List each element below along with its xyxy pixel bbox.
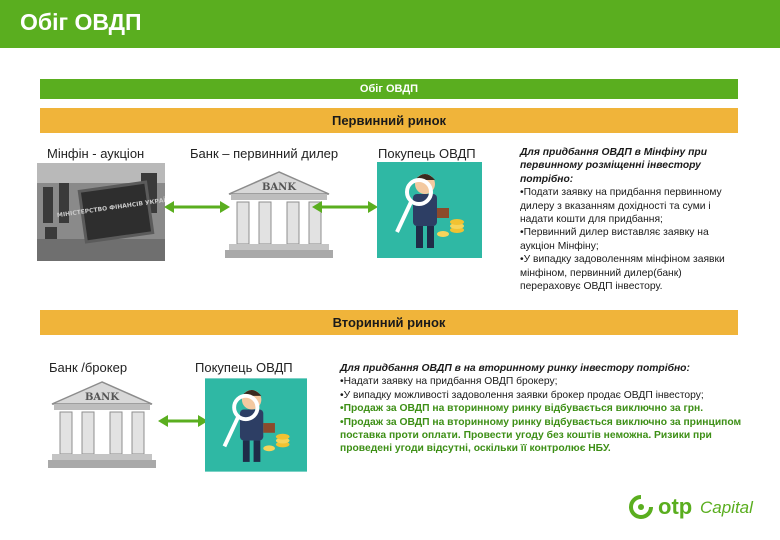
- bank-sign: BANK: [262, 182, 296, 193]
- bank-building-icon: BANK: [48, 381, 156, 468]
- topic-banner: Обіг ОВДП: [40, 79, 738, 99]
- primary-info-item: •Первинний дилер виставляє заявку на аук…: [520, 227, 709, 252]
- bank-sign: BANK: [85, 392, 119, 403]
- logo-suffix: Capital: [700, 498, 753, 517]
- primary-dealer-label: Банк – первинний дилер: [190, 146, 339, 161]
- ministry-building-image: МІНІСТЕРСТВО ФІНАНСІВ УКРАЇНИ: [37, 163, 165, 261]
- secondary-market-header: Вторинний ринок: [40, 310, 738, 335]
- investor-illustration: [377, 162, 482, 258]
- double-arrow-icon: [312, 201, 378, 213]
- logo-brand: otp: [658, 494, 693, 519]
- minfin-auction-label: Мінфін - аукціон: [47, 146, 145, 161]
- secondary-info-heading: Для придбання ОВДП в на вторинному ринку…: [340, 363, 690, 374]
- secondary-info-item: •Надати заявку на придбання ОВДП брокеру…: [340, 376, 558, 388]
- title-bar: Обіг ОВДП: [0, 0, 780, 48]
- secondary-info-item: •Продаж за ОВДП на вторинному ринку відб…: [340, 416, 742, 455]
- primary-info-item: •Подати заявку на придбання первинному д…: [520, 187, 722, 226]
- otp-swirl-icon: [629, 495, 653, 519]
- primary-info-heading: Для придбання ОВДП в Мінфіну при первинн…: [520, 147, 707, 185]
- bank-broker-label: Банк /брокер: [49, 360, 128, 375]
- secondary-info-item: •У випадку можливості задоволення заявки…: [340, 389, 704, 401]
- investor-illustration: [205, 378, 307, 472]
- primary-info-item: •У випадку задоволенням мінфіном заявки …: [520, 254, 725, 293]
- secondary-info-item: •Продаж за ОВДП на вторинному ринку відб…: [340, 403, 704, 415]
- buyer-label-secondary: Покупець ОВДП: [195, 360, 293, 375]
- primary-market-info: Для придбання ОВДП в Мінфіну при первинн…: [520, 146, 742, 293]
- double-arrow-icon: [158, 415, 208, 427]
- primary-market-header: Первинний ринок: [40, 108, 738, 133]
- secondary-market-info: Для придбання ОВДП в на вторинному ринку…: [340, 362, 744, 456]
- double-arrow-icon: [164, 201, 230, 213]
- buyer-label-primary: Покупець ОВДП: [378, 146, 476, 161]
- otp-capital-logo: otp Capital: [628, 494, 758, 520]
- page-title: Обіг ОВДП: [20, 9, 142, 35]
- bank-building-icon: BANK: [225, 171, 333, 258]
